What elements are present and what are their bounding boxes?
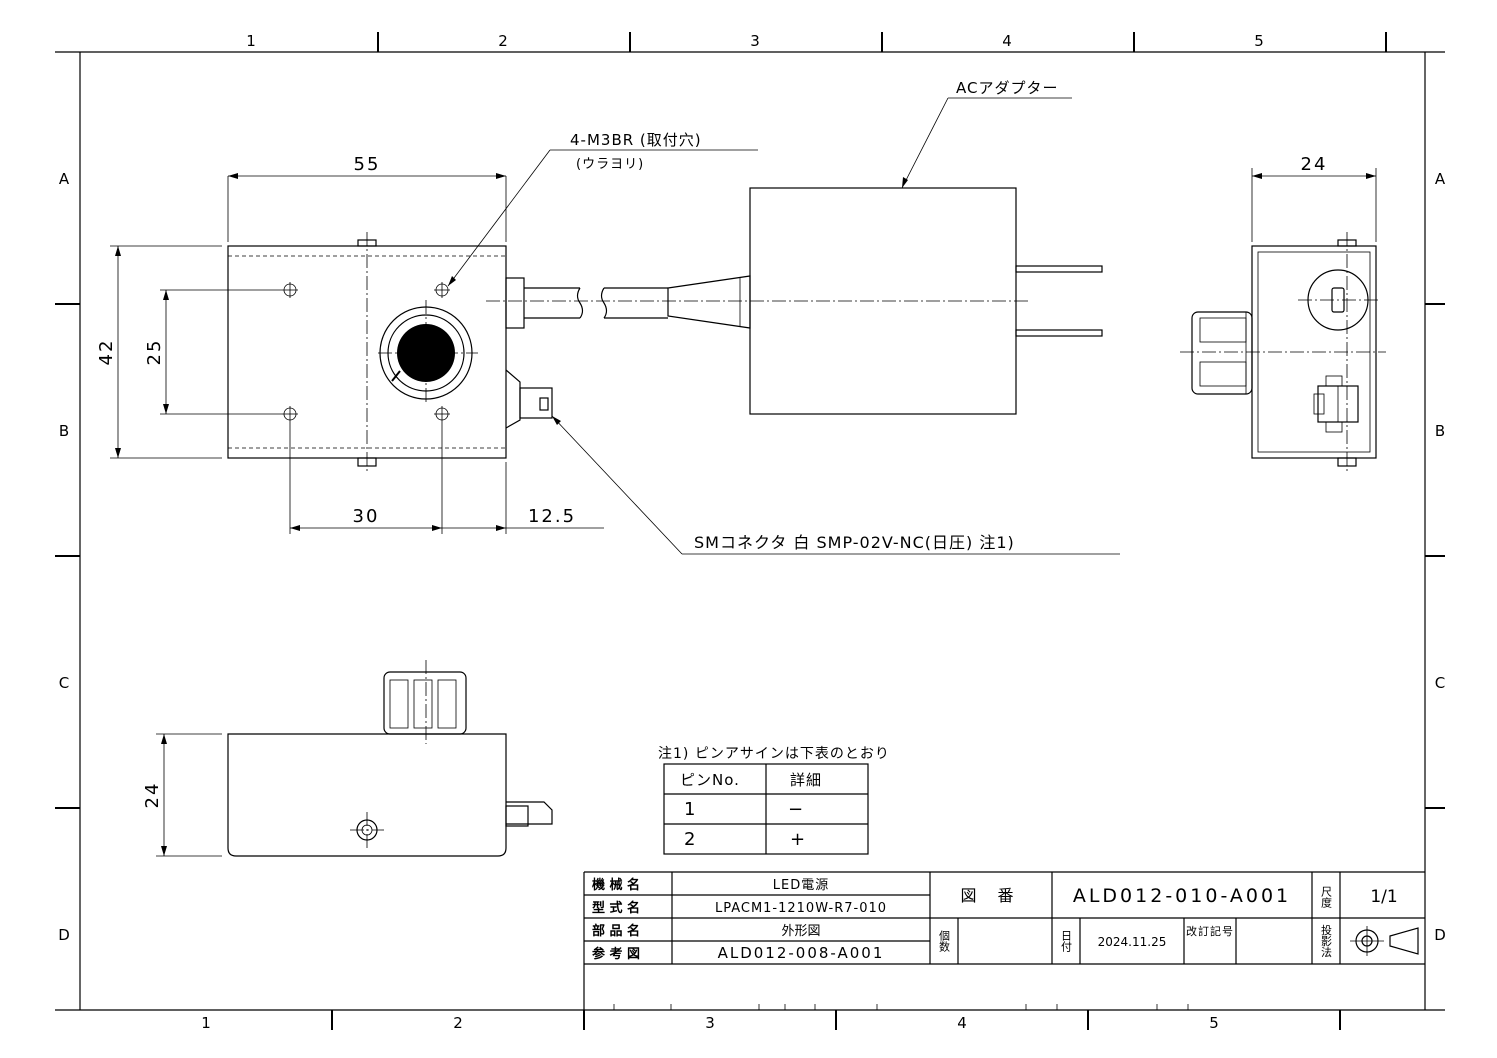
callout-mount-holes: 4-M3BR (取付穴) (ウラヨリ) [447, 131, 758, 287]
mounting-holes [282, 282, 450, 422]
dim-hole-pitch-25: 25 [144, 339, 165, 366]
zone-row-right-D: D [1434, 926, 1446, 944]
side-view-dimensions: 24 [1251, 154, 1377, 242]
zone-row-right-A: A [1435, 170, 1446, 188]
zone-col-bottom-5: 5 [1209, 1014, 1219, 1032]
note-row2-pin: 2 [684, 829, 697, 850]
note-row2-detail: + [790, 829, 807, 850]
zone-col-bottom-1: 1 [201, 1014, 211, 1032]
zone-col-top-2: 2 [498, 32, 508, 50]
pin-assignment-note: 注1) ピンアサインは下表のとおり ピンNo. 詳細 1 − 2 + [658, 746, 890, 855]
zone-col-bottom-2: 2 [453, 1014, 463, 1032]
callout-connector-label: SMコネクタ 白 SMP-02V-NC(日圧) 注1) [694, 533, 1015, 552]
drawing-frame: 1 2 3 4 5 1 2 3 4 5 A B C D A B C D [55, 32, 1446, 1032]
tb-part-name-label: 部 品 名 [592, 923, 640, 939]
dim-height-42: 42 [96, 339, 117, 366]
dim-offset-12-5: 12.5 [528, 506, 576, 527]
zone-col-bottom-4: 4 [957, 1014, 967, 1032]
note-header-pin: ピンNo. [680, 771, 740, 789]
sm-connector [505, 369, 553, 429]
tb-reference: ALD012-008-A001 [718, 944, 885, 962]
zone-row-right-C: C [1435, 674, 1445, 692]
zone-row-left-A: A [59, 170, 70, 188]
tb-drawing-no: ALD012-010-A001 [1073, 885, 1291, 907]
zone-col-top-5: 5 [1254, 32, 1264, 50]
note-row1-detail: − [788, 799, 805, 820]
tb-date: 2024.11.25 [1098, 935, 1167, 949]
tb-drawing-no-label: 図 番 [960, 886, 1021, 905]
note-row1-pin: 1 [684, 799, 697, 820]
front-view-dimensions: 55 42 25 30 12.5 [96, 154, 604, 534]
tb-model: LPACM1-1210W-R7-010 [715, 901, 887, 916]
zone-row-left-B: B [59, 422, 69, 440]
tb-reference-label: 参 考 図 [592, 946, 640, 962]
dim-width-55: 55 [354, 154, 381, 175]
tb-machine-name-label: 機 械 名 [592, 877, 640, 893]
zone-col-top-1: 1 [246, 32, 256, 50]
zone-row-left-D: D [58, 926, 70, 944]
front-view [227, 232, 1030, 472]
projection-symbol-icon [1350, 926, 1419, 956]
tb-model-label: 型 式 名 [592, 900, 640, 916]
tb-quantity-label: 個数 [938, 930, 951, 953]
dim-side-width-24: 24 [1301, 154, 1328, 175]
zone-col-bottom-3: 3 [705, 1014, 715, 1032]
dim-hole-pitch-30: 30 [353, 506, 380, 527]
callout-ac-adapter: ACアダプター [901, 79, 1072, 189]
tb-machine-name: LED電源 [773, 878, 829, 893]
zone-row-left-C: C [59, 674, 69, 692]
zone-col-top-4: 4 [1002, 32, 1012, 50]
zone-row-right-B: B [1435, 422, 1445, 440]
dimmer-knob [378, 300, 478, 402]
title-block: 機 械 名 型 式 名 部 品 名 参 考 図 LED電源 LPACM1-121… [583, 871, 1425, 1010]
tb-revision-label: 改訂記号 [1186, 924, 1234, 938]
bottom-view-dimensions: 24 [142, 733, 222, 857]
tb-scale: 1/1 [1370, 887, 1397, 907]
zone-col-top-3: 3 [750, 32, 760, 50]
note-title: 注1) ピンアサインは下表のとおり [658, 746, 890, 762]
bottom-view [227, 660, 553, 857]
dim-side-height-24: 24 [142, 782, 163, 809]
note-header-detail: 詳細 [790, 771, 822, 789]
callout-mount-holes-line2: (ウラヨリ) [576, 157, 644, 172]
callout-ac-adapter-label: ACアダプター [956, 79, 1058, 97]
tb-date-label: 日付 [1060, 930, 1073, 953]
callout-mount-holes-line1: 4-M3BR (取付穴) [570, 131, 702, 149]
side-view [1180, 232, 1386, 472]
tb-part-name: 外形図 [781, 924, 820, 939]
callout-connector: SMコネクタ 白 SMP-02V-NC(日圧) 注1) [551, 415, 1120, 555]
cable-left [505, 277, 668, 329]
tb-scale-label: 尺度 [1320, 886, 1333, 909]
tb-projection-label: 投影法 [1320, 923, 1333, 957]
ac-adapter [667, 187, 1103, 415]
